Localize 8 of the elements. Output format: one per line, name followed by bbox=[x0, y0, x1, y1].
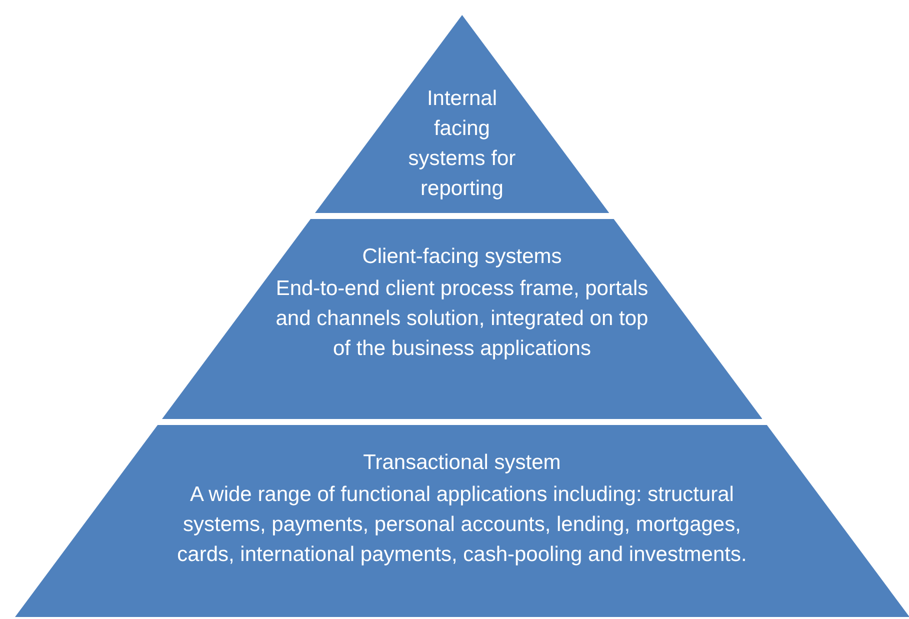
tier-description: End-to-end client process frame, portals and channels solution, integrated on top of the business applications bbox=[274, 276, 650, 362]
tier-description: A wide range of functional applications including: structural systems, payments, personal accounts, lending, mortgages, cards, international payments, cash-pooling and investments. bbox=[176, 482, 748, 568]
tier-title: Client-facing systems bbox=[361, 244, 563, 270]
tier-description: Internal facing systems for reporting bbox=[407, 86, 517, 202]
pyramid-tier bbox=[162, 219, 762, 419]
pyramid-tier bbox=[14, 425, 909, 617]
pyramid-tier bbox=[314, 15, 610, 213]
tier-title: Transactional system bbox=[362, 450, 562, 476]
